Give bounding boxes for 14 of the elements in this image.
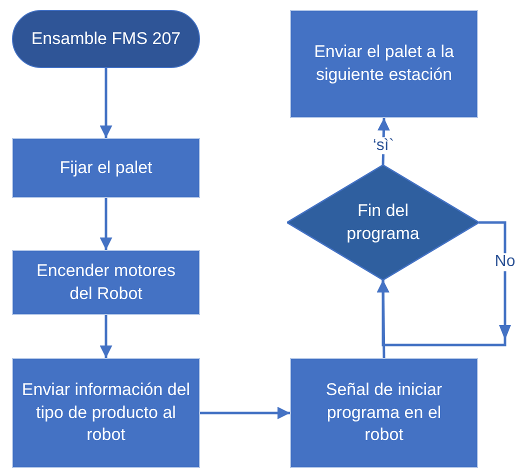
process-box: [290, 358, 478, 468]
node-text: Encender motores del Robot: [36, 260, 176, 304]
decision-diamond: [287, 165, 479, 280]
process-box: [12, 250, 200, 315]
node-text: Enviar información del tipo de producto al robot: [20, 378, 192, 446]
node-text: Ensamble FMS 207: [30, 28, 182, 50]
node-text: Fijar el palet: [58, 156, 154, 179]
node-text: Fin del programa: [346, 200, 420, 244]
process-box: [290, 10, 478, 118]
edge-label: ‘sì`: [370, 136, 396, 154]
node-text: Enviar el palet a la siguiente estación: [313, 41, 455, 86]
process-box: [12, 138, 200, 198]
node-text: Señal de iniciar programa en el robot: [324, 378, 444, 446]
process-box: [12, 358, 200, 468]
